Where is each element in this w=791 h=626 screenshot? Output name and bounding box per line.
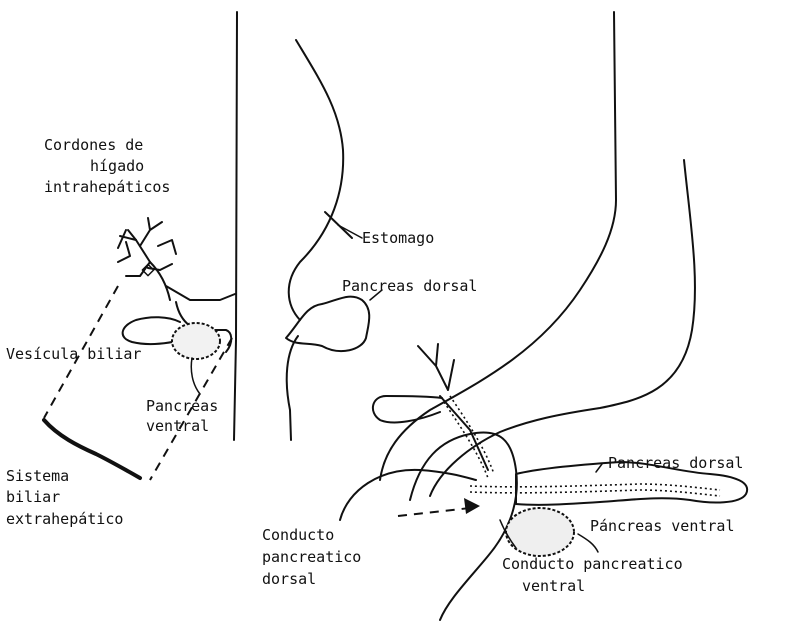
label-pancreas-ventral-left-line2: ventral xyxy=(146,417,209,435)
label-pancreas-ventral-left-line1: Pancreas xyxy=(146,397,218,415)
gut-right-wall-lower xyxy=(287,336,298,440)
dorsal-pancreas-leader-right xyxy=(596,464,602,472)
dorsal-duct-dots xyxy=(470,484,720,490)
label-pancreas-dorsal-right: Pancreas dorsal xyxy=(608,454,743,472)
label-sistema-line3: extrahepático xyxy=(6,510,123,528)
duct-arrow-line xyxy=(398,508,470,516)
duct-arrow-head xyxy=(464,498,480,514)
label-sistema-line2: biliar xyxy=(6,488,60,506)
ventral-pancreas-right xyxy=(506,508,574,556)
label-conducto-dorsal-line1: Conducto xyxy=(262,526,334,544)
label-conducto-ventral-line2: ventral xyxy=(522,577,585,595)
label-conducto-ventral-line1: Conducto pancreatico xyxy=(502,555,683,573)
label-cordones-line3: intrahepáticos xyxy=(44,178,170,196)
label-pancreas-dorsal-left: Pancreas dorsal xyxy=(342,277,477,295)
gut-right-wall xyxy=(289,40,343,320)
label-cordones-line1: Cordones de xyxy=(44,136,143,154)
label-cordones-line2: hígado xyxy=(90,157,144,175)
gut-left-wall xyxy=(234,12,237,440)
label-conducto-dorsal-line2: pancreatico xyxy=(262,548,361,566)
duodenum-loop-inner xyxy=(340,470,476,520)
bile-duct-right xyxy=(418,344,488,470)
ventral-pancreas-bud-left xyxy=(172,323,220,359)
label-conducto-dorsal-line3: dorsal xyxy=(262,570,316,588)
label-sistema-line1: Sistema xyxy=(6,467,69,485)
label-estomago: Estomago xyxy=(362,229,434,247)
dorsal-pancreas-bud-left xyxy=(286,297,369,351)
stomach-inner xyxy=(430,160,695,496)
ventral-pancreas-leader-right xyxy=(578,534,598,552)
duodenum-loop-outer xyxy=(410,433,517,621)
ventral-pancreas-leader-left xyxy=(191,358,200,394)
label-pancreas-ventral-right: Páncreas ventral xyxy=(590,517,735,535)
dorsal-duct-dots-2 xyxy=(470,490,720,496)
label-vesicula-biliar: Vesícula biliar xyxy=(6,345,141,363)
